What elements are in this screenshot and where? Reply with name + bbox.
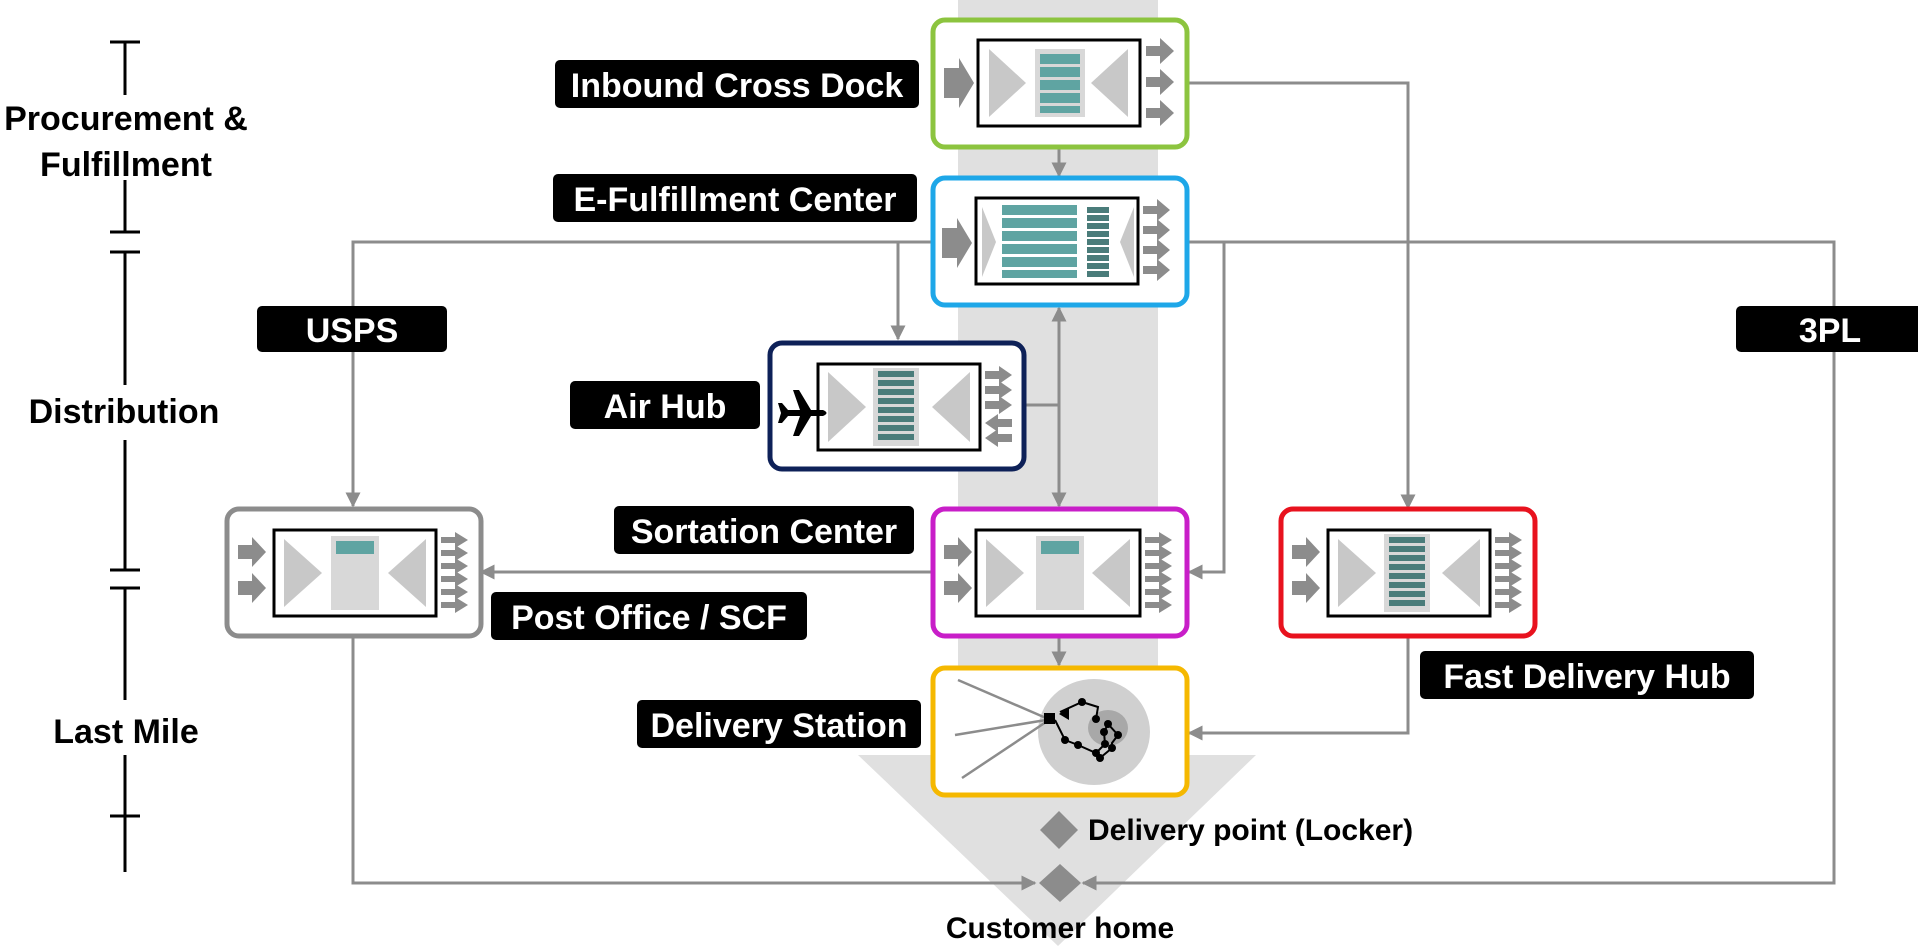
air-hub-node [767, 340, 1027, 472]
fast-delivery-hub-label: Fast Delivery Hub [1443, 658, 1730, 696]
flow-lines [345, 81, 1836, 891]
airplane-icon [778, 390, 827, 436]
sortation-center-label-bg [614, 506, 914, 554]
third-party-label-bg [1736, 306, 1918, 352]
delivery-point-label: Delivery point (Locker) [1088, 814, 1413, 847]
stage-procurement-line1: Procurement & [4, 100, 248, 138]
stage-distribution: Distribution [29, 393, 220, 431]
delivery-point-diamond-icon [1040, 811, 1078, 849]
e-fulfillment-center-label: E-Fulfillment Center [573, 181, 896, 219]
stage-procurement-line2: Fulfillment [40, 146, 212, 184]
inbound-cross-dock-label-bg [555, 60, 919, 108]
sortation-center-label: Sortation Center [631, 513, 897, 551]
e-fulfillment-center-label-bg [553, 174, 917, 222]
delivery-station-node [930, 665, 1190, 798]
fast-delivery-hub-node [1278, 506, 1538, 639]
inbound-cross-dock-label: Inbound Cross Dock [571, 67, 904, 105]
post-office-scf-label: Post Office / SCF [511, 599, 787, 637]
stage-timeline [110, 40, 140, 872]
customer-home-label: Customer home [946, 912, 1174, 945]
air-hub-label: Air Hub [604, 388, 727, 426]
usps-label-bg [257, 306, 447, 352]
delivery-station-label-bg [637, 700, 921, 748]
air-hub-label-bg [570, 381, 760, 429]
sortation-center-node [930, 506, 1190, 639]
post-office-scf-label-bg [491, 592, 807, 640]
usps-label: USPS [306, 312, 399, 350]
delivery-station-label: Delivery Station [651, 707, 908, 745]
fast-delivery-hub-label-bg [1420, 651, 1754, 699]
post-office-scf-node [224, 506, 484, 639]
e-fulfillment-center-node [930, 175, 1190, 308]
inbound-cross-dock-node [930, 17, 1190, 150]
customer-home-diamond-icon [1039, 864, 1081, 902]
stage-last-mile: Last Mile [53, 713, 198, 751]
third-party-label: 3PL [1799, 312, 1861, 350]
